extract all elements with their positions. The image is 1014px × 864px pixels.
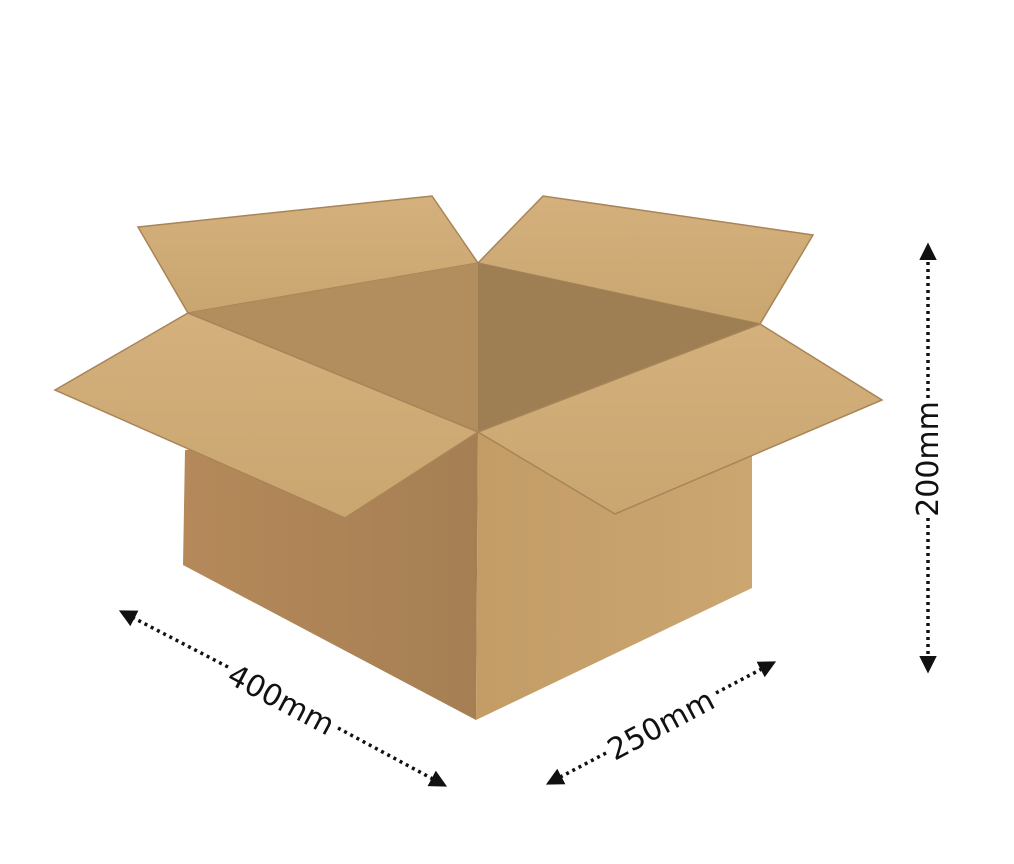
box-inner-left-wall [188, 263, 478, 432]
box-right-face [476, 432, 752, 720]
box-inner-right-wall [478, 263, 760, 432]
width-dimension: 250mm [545, 661, 777, 785]
width-label: 250mm [602, 683, 721, 768]
box-left-face [183, 432, 478, 720]
front-right-flap [476, 323, 884, 515]
height-label: 200mm [911, 401, 946, 517]
length-label: 400mm [221, 658, 340, 743]
height-dimension: 200mm [911, 242, 946, 674]
cardboard-box [53, 195, 884, 720]
length-arrow-lower [337, 726, 448, 787]
width-arrow-upper [715, 661, 777, 695]
width-arrow-lower [545, 751, 607, 785]
back-right-flap [476, 195, 815, 325]
length-arrow-upper [118, 610, 229, 669]
